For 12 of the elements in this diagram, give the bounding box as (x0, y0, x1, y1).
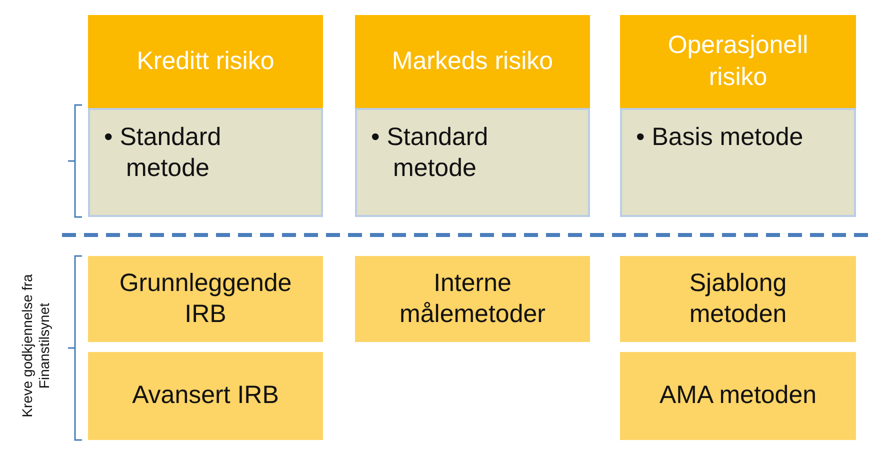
column-header: Markeds risiko (355, 15, 590, 108)
method-box: AMA metoden (620, 352, 856, 440)
bracket-label: Kreve godkjennelse fra Finanstilsynet (19, 273, 53, 420)
method-box: Grunnleggende IRB (88, 256, 323, 342)
column-header: Kreditt risiko (88, 15, 323, 108)
method-box: • Basis metode (620, 108, 856, 217)
method-box: Avansert IRB (88, 352, 323, 440)
method-box: • Standard metode (355, 108, 590, 217)
method-box: Interne målemetoder (355, 256, 590, 342)
method-box: • Standard metode (88, 108, 323, 217)
column-header: Operasjonell risiko (620, 15, 856, 108)
method-box: Sjablong metoden (620, 256, 856, 342)
